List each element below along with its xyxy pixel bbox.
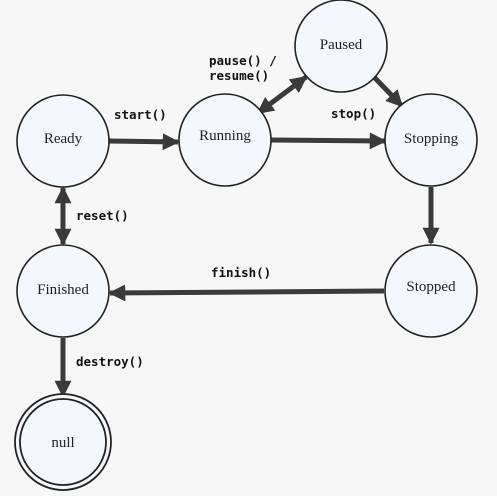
state-running-label: Running [199,128,251,144]
label-finish: finish() [211,265,271,280]
edge-running-to-stopping [270,132,387,150]
state-paused-label: Paused [320,37,363,53]
label-pause-resume-line1: pause() / [209,53,277,68]
state-paused: Paused [294,0,388,93]
state-null-inner-circle [19,398,107,486]
label-start: start() [114,107,167,122]
label-pause-resume-line2: resume() [209,68,269,83]
state-finished: Finished [16,244,110,338]
state-finished-circle [16,244,110,338]
state-stopped: Stopped [384,244,478,338]
state-stopping-label: Stopping [404,131,459,147]
edge-paused-to-stopping [372,75,404,108]
edges [54,75,440,398]
edge-running-paused [256,75,308,115]
state-null-label: null [51,435,74,451]
state-stopping-circle [384,93,478,187]
edge-labels: start() pause() / resume() stop() finish… [76,53,376,369]
state-stopped-circle [384,244,478,338]
state-stopping: Stopping [384,93,478,187]
state-paused-circle [294,0,388,93]
state-ready-label: Ready [44,131,83,147]
label-destroy: destroy() [76,354,144,369]
state-finished-label: Finished [37,282,89,298]
state-running: Running [178,93,272,187]
state-null: null [14,393,112,491]
state-ready: Ready [16,94,110,188]
state-ready-circle [16,94,110,188]
label-reset: reset() [76,208,129,223]
edge-ready-to-running [108,133,180,151]
edge-stopped-to-finished [108,284,385,302]
label-stop: stop() [331,106,376,121]
state-stopped-label: Stopped [406,279,456,295]
state-running-circle [178,93,272,187]
